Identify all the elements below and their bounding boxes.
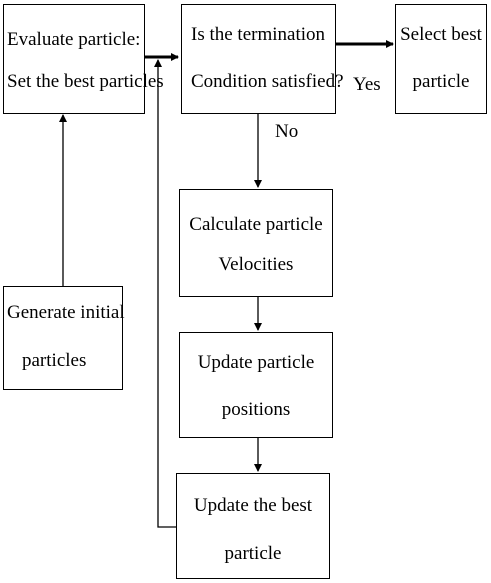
- update-best-line-2: particle: [224, 543, 282, 564]
- termination-condition-box: Is the termination Condition satisfied?: [181, 4, 344, 114]
- velocities-line-2: Velocities: [218, 254, 294, 275]
- termination-line-2: Condition satisfied?: [191, 71, 344, 92]
- select-best-particle-box: Select best particle: [395, 4, 487, 114]
- update-positions-box: Update particle positions: [179, 332, 333, 438]
- generate-line-1: Generate initial: [7, 302, 125, 323]
- velocities-line-1: Calculate particle: [189, 214, 323, 235]
- select-line-2: particle: [412, 71, 470, 92]
- evaluate-line-2: Set the best particles: [7, 71, 164, 92]
- select-line-1: Select best: [400, 24, 482, 45]
- generate-line-2: particles: [22, 350, 87, 371]
- evaluate-line-1: Evaluate particle:: [7, 29, 141, 50]
- calculate-velocities-box: Calculate particle Velocities: [179, 189, 333, 297]
- termination-line-1: Is the termination: [191, 24, 326, 45]
- update-best-line-1: Update the best: [193, 495, 313, 516]
- no-label: No: [275, 121, 299, 142]
- evaluate-particle-box: Evaluate particle: Set the best particle…: [3, 4, 164, 114]
- arrow-update-best-loop-back: [154, 59, 176, 528]
- positions-line-2: positions: [221, 399, 291, 420]
- generate-initial-particles-box: Generate initial particles: [3, 286, 125, 390]
- positions-line-1: Update particle: [197, 352, 315, 373]
- update-best-particle-box: Update the best particle: [176, 473, 330, 579]
- yes-label: Yes: [353, 74, 381, 95]
